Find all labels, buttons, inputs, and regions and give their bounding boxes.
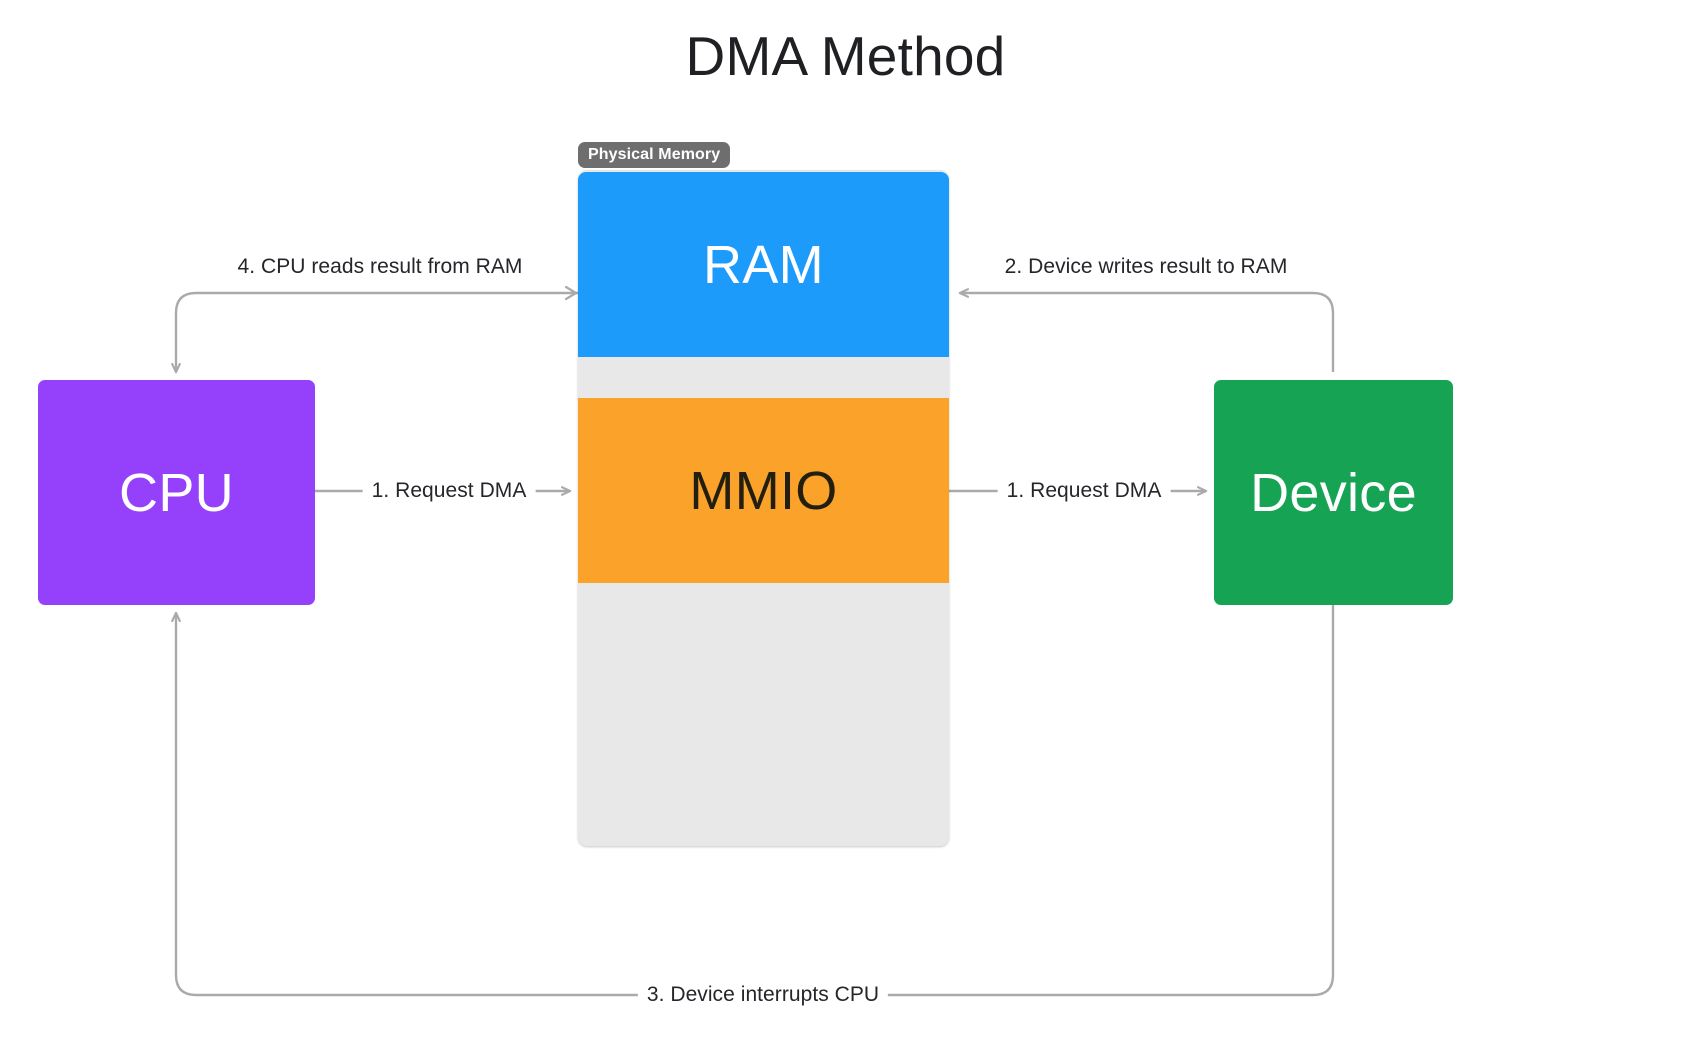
- edge-label-step1-cpu-mmio: 1. Request DMA: [362, 479, 536, 503]
- page-title: DMA Method: [685, 25, 1006, 87]
- physical-memory-block: RAM MMIO: [578, 170, 949, 846]
- mmio-segment: MMIO: [578, 398, 949, 583]
- edge-step4-head-ram: [564, 285, 578, 301]
- memory-badge: Physical Memory: [578, 142, 731, 168]
- edge-step4-path: [171, 291, 578, 374]
- edge-step2-path: [958, 288, 1335, 372]
- cpu-node: CPU: [38, 380, 315, 605]
- edge-label-step4: 4. CPU reads result from RAM: [228, 255, 532, 279]
- edge-label-step3: 3. Device interrupts CPU: [637, 983, 889, 1007]
- edge-label-step1-mmio-device: 1. Request DMA: [997, 479, 1171, 503]
- edge-label-step2: 2. Device writes result to RAM: [995, 255, 1297, 279]
- ram-segment: RAM: [578, 172, 949, 357]
- device-node: Device: [1214, 380, 1453, 605]
